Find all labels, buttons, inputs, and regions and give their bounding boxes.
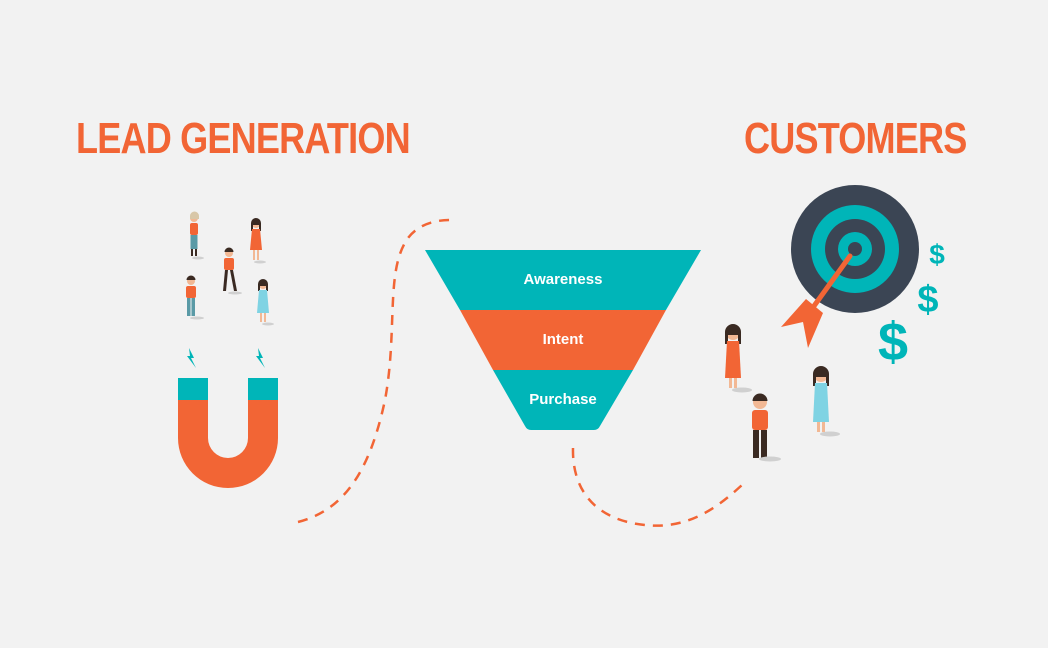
arrow-icon [781,253,853,348]
dollar-sign-small: $ [929,239,945,270]
funnel-stage-awareness [425,250,701,310]
person-icon [813,366,840,437]
magnet-icon [178,378,278,488]
funnel-label-purchase: Purchase [529,391,597,408]
person-icon [257,279,274,326]
person-icon [223,247,242,295]
person-icon [250,218,266,264]
customers-heading: CUSTOMERS [744,114,967,163]
funnel-label-intent: Intent [543,331,584,348]
funnel-stage-purchase [493,370,633,430]
dashed-path-left [297,218,451,524]
person-icon [752,393,781,462]
magnet-spark-icon [187,348,265,368]
people-group-customers [725,324,840,462]
lead-generation-heading: LEAD GENERATION [76,114,411,163]
dollar-sign-large: $ [878,312,908,372]
dashed-path-right [571,447,743,527]
target-icon [791,185,919,313]
funnel-label-awareness: Awareness [524,271,603,288]
person-icon [190,211,204,260]
person-icon [186,275,204,320]
person-icon [725,324,752,393]
sales-funnel: Awareness Intent Purchase [425,250,701,430]
people-group-leads [186,211,274,326]
dollar-sign-medium: $ [917,279,938,321]
funnel-stage-intent [460,310,666,370]
